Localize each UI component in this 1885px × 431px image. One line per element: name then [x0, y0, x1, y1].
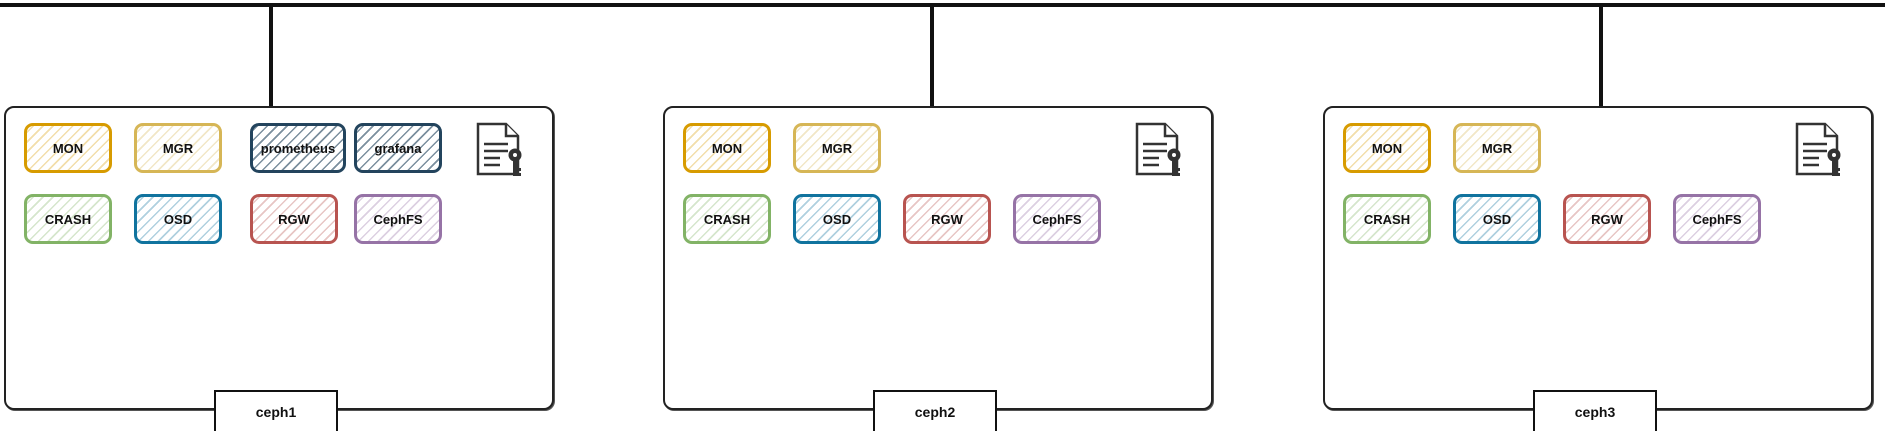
service-crash[interactable]: CRASH: [1343, 194, 1431, 244]
service-osd[interactable]: OSD: [793, 194, 881, 244]
service-prometheus[interactable]: prometheus: [250, 123, 346, 173]
service-mgr[interactable]: MGR: [134, 123, 222, 173]
service-grafana[interactable]: grafana: [354, 123, 442, 173]
service-mon[interactable]: MON: [1343, 123, 1431, 173]
host-ceph1[interactable]: MON MGR prometheus grafana CRASH OSD RGW…: [4, 106, 554, 431]
service-rgw[interactable]: RGW: [1563, 194, 1651, 244]
host-label: ceph1: [214, 390, 338, 431]
service-cephfs[interactable]: CephFS: [354, 194, 442, 244]
service-crash[interactable]: CRASH: [24, 194, 112, 244]
service-osd[interactable]: OSD: [1453, 194, 1541, 244]
service-mon[interactable]: MON: [683, 123, 771, 173]
host-ceph3[interactable]: MON MGR CRASH OSD RGW CephFS ceph3: [1323, 106, 1873, 431]
service-cephfs[interactable]: CephFS: [1013, 194, 1101, 244]
service-osd[interactable]: OSD: [134, 194, 222, 244]
document-key-icon: [1135, 122, 1181, 176]
host-label: ceph2: [873, 390, 997, 431]
service-mon[interactable]: MON: [24, 123, 112, 173]
service-crash[interactable]: CRASH: [683, 194, 771, 244]
service-rgw[interactable]: RGW: [250, 194, 338, 244]
host-ceph2[interactable]: MON MGR CRASH OSD RGW CephFS ceph2: [663, 106, 1213, 431]
service-rgw[interactable]: RGW: [903, 194, 991, 244]
document-key-icon: [476, 122, 522, 176]
document-key-icon: [1795, 122, 1841, 176]
service-mgr[interactable]: MGR: [793, 123, 881, 173]
service-mgr[interactable]: MGR: [1453, 123, 1541, 173]
service-cephfs[interactable]: CephFS: [1673, 194, 1761, 244]
host-label: ceph3: [1533, 390, 1657, 431]
